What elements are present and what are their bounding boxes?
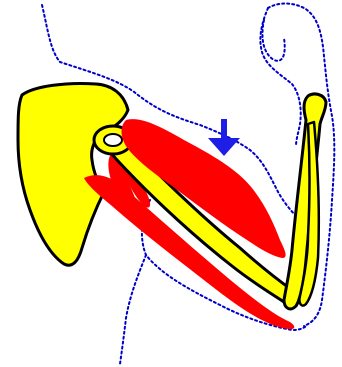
skin-contour-forearm-hand: [260, 8, 300, 146]
arrow-shaft: [221, 119, 227, 139]
downward-arrow-icon: [208, 119, 240, 156]
skin-contour-hand-inner: [262, 20, 284, 61]
humerus-head-inner: [104, 134, 122, 146]
forearm-bones: [284, 94, 326, 309]
skin-contour-bottom: [120, 255, 146, 364]
arrow-head: [208, 138, 240, 156]
